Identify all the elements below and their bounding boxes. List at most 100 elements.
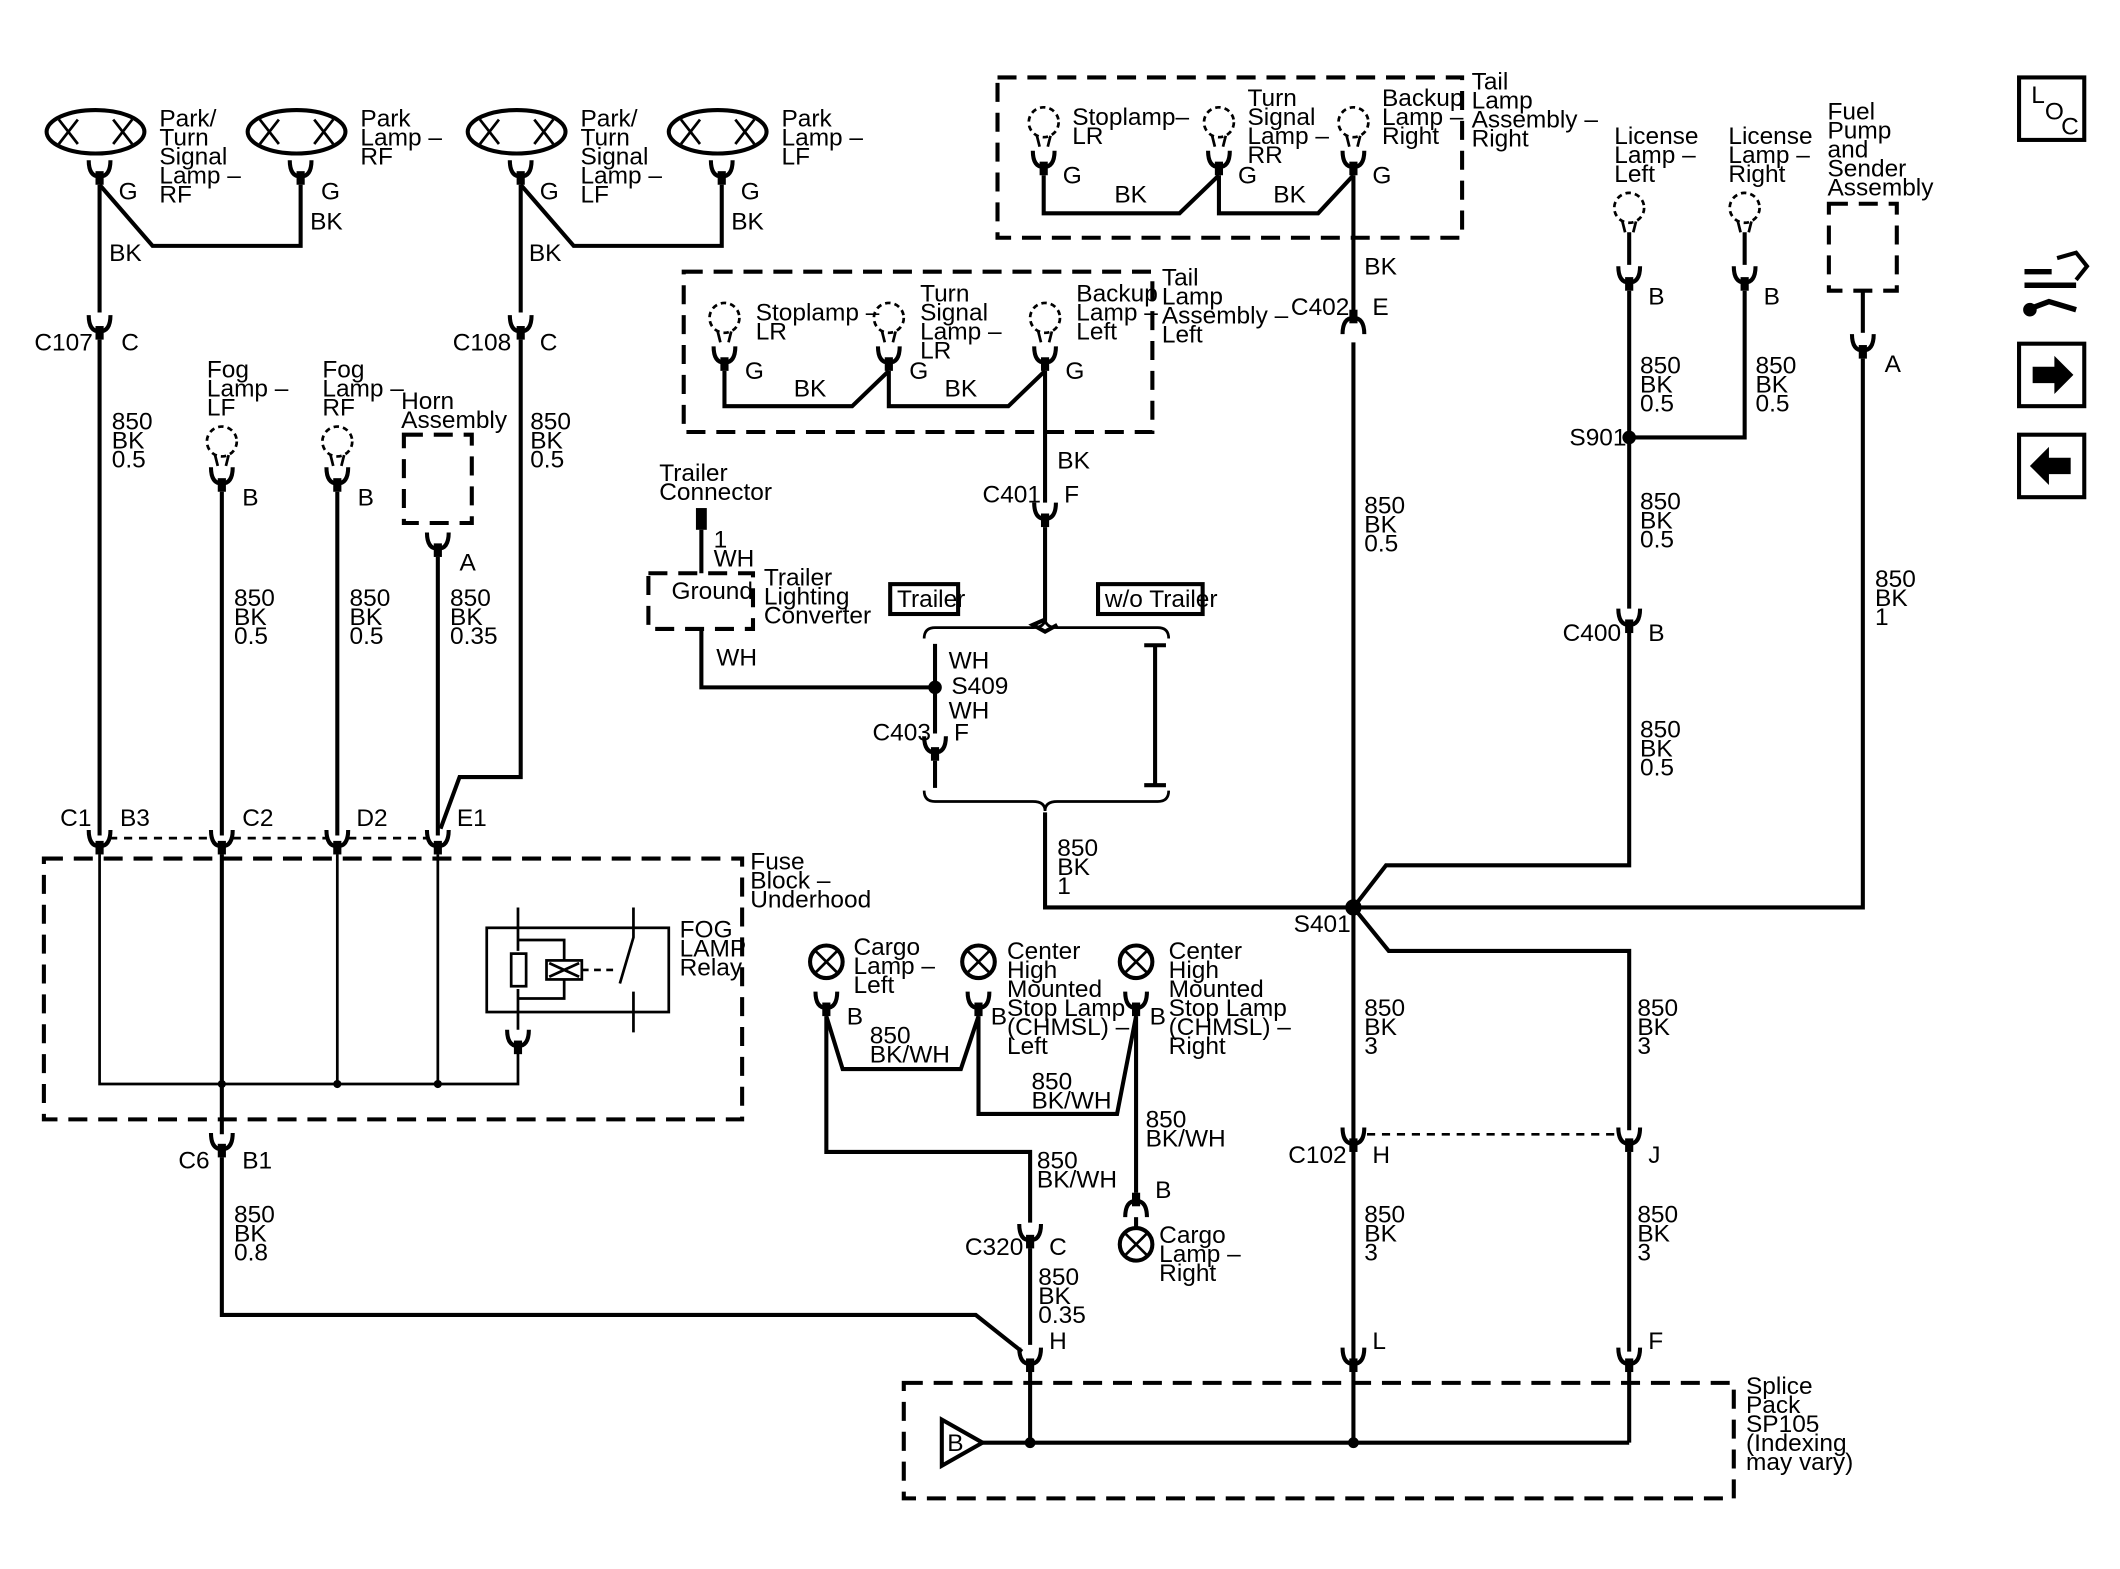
label-fog-rf-2: RF xyxy=(322,395,355,422)
wire-gauge: 0.5 xyxy=(1364,531,1398,558)
wire-gauge: 0.5 xyxy=(234,623,268,650)
stoplamp-lr-icon xyxy=(1027,105,1061,149)
splice-pack-sp105 xyxy=(901,1380,1736,1501)
component-locator-icon[interactable]: L O C xyxy=(2017,75,2087,142)
wire-gauge: 0.5 xyxy=(350,623,384,650)
label-stop-lr-l-1: LR xyxy=(756,319,787,346)
wire-num: 850 xyxy=(1364,1202,1405,1229)
wire-gauge: 3 xyxy=(1364,1240,1378,1267)
no-trailer-jumper xyxy=(1144,643,1166,788)
label-backup-left-2: Left xyxy=(1076,319,1117,346)
label-tail-left-3: Left xyxy=(1162,321,1203,348)
harness-repair-icon[interactable] xyxy=(2023,250,2090,317)
pin-label: G xyxy=(540,179,559,206)
connector-icon xyxy=(1034,346,1056,370)
connector-c402: C402 xyxy=(1291,294,1349,321)
pin-label: B xyxy=(242,484,258,511)
label-park-lf-0: Park xyxy=(782,105,833,132)
label-cargo-left-2: Left xyxy=(854,972,895,999)
connector-icon xyxy=(711,160,733,184)
wire-num: 850 xyxy=(234,585,275,612)
label-backup-right-0: Backup xyxy=(1382,85,1464,112)
wire-gauge: 0.35 xyxy=(450,623,498,650)
wire-color: BK xyxy=(1875,585,1908,612)
pin-label: B xyxy=(1648,283,1664,310)
label-license-right-0: License xyxy=(1728,123,1812,150)
label-chmsl-left-2: Mounted xyxy=(1007,976,1102,1003)
pin-label: C2 xyxy=(242,805,273,832)
label-park-turn-rf-2: Signal xyxy=(159,143,227,170)
label-park-lf-1: Lamp – xyxy=(782,124,864,151)
wire-color: WH xyxy=(714,545,755,572)
wire-color: BK xyxy=(1057,854,1090,881)
label-fuse-block-2: Underhood xyxy=(750,886,871,913)
stoplamp-lr-icon xyxy=(708,301,741,344)
label-horn-1: Assembly xyxy=(401,407,508,434)
label-cargo-left-0: Cargo xyxy=(854,934,921,961)
pin-label: C xyxy=(121,329,139,356)
splice-s409: S409 xyxy=(951,673,1008,700)
label-park-turn-lf-4: LF xyxy=(580,181,609,208)
wire-num: 850 xyxy=(234,1202,275,1229)
label-park-lf-2: LF xyxy=(782,143,811,170)
label-park-turn-rf-1: Turn xyxy=(159,124,208,151)
wire-color: BK xyxy=(945,376,978,403)
license-lamp-left-icon xyxy=(1612,191,1646,234)
wire xyxy=(976,1015,1139,1116)
pin-label: E1 xyxy=(457,805,487,832)
pin-label: D2 xyxy=(356,805,387,832)
wire-gauge: 3 xyxy=(1637,1240,1651,1267)
no-trailer-option-label: w/o Trailer xyxy=(1104,586,1218,613)
label-license-right-1: Lamp – xyxy=(1728,142,1810,169)
label-chmsl-left-0: Center xyxy=(1007,938,1080,965)
label-park-turn-rf-3: Lamp – xyxy=(159,162,241,189)
label-park-turn-lf-3: Lamp – xyxy=(580,162,662,189)
wire-num: 850 xyxy=(1756,353,1797,380)
label-backup-left-0: Backup xyxy=(1076,281,1158,308)
wire-gauge: 0.5 xyxy=(530,446,564,473)
trailer-option-label: Trailer xyxy=(897,586,965,613)
wire-gauge: 0.5 xyxy=(112,446,146,473)
wire-color: BK/WH xyxy=(1037,1166,1117,1193)
wire-color: BK/WH xyxy=(1146,1126,1226,1153)
label-splice-pack-4: may vary) xyxy=(1746,1449,1853,1476)
label-park-turn-lf-0: Park/ xyxy=(580,105,637,132)
label-park-rf-2: RF xyxy=(360,143,393,170)
wire-num: 850 xyxy=(1640,717,1681,744)
wire xyxy=(219,1157,1024,1354)
connector-icon xyxy=(1125,1193,1147,1217)
wire-color: BK xyxy=(350,604,383,631)
fuel-pump-assembly-box xyxy=(1826,201,1899,293)
wire-num: 850 xyxy=(1037,1147,1078,1174)
label-chmsl-right-3: Stop Lamp xyxy=(1169,995,1287,1022)
backup-lamp-right-icon xyxy=(1337,105,1370,149)
label-tail-right-1: Lamp xyxy=(1472,88,1533,115)
connector-icon xyxy=(510,315,532,339)
connector-icon xyxy=(1734,266,1756,290)
wire xyxy=(1351,906,1632,1131)
pin-label: F xyxy=(1064,482,1079,509)
wire-num: 850 xyxy=(1875,566,1916,593)
label-license-left-2: Left xyxy=(1614,161,1655,188)
pin-label: F xyxy=(954,719,969,746)
wire-color: BK xyxy=(1114,181,1147,208)
wire-color: WH xyxy=(949,647,990,674)
label-stop-lr-r-0: Stoplamp– xyxy=(1072,104,1189,131)
wire-gauge: 0.5 xyxy=(1640,391,1674,418)
wire xyxy=(519,183,724,248)
previous-page-icon[interactable] xyxy=(2017,432,2087,500)
next-page-icon[interactable] xyxy=(2017,341,2087,409)
label-trailer-connector-1: Connector xyxy=(659,479,772,506)
label-tail-left-1: Lamp xyxy=(1162,283,1223,310)
pin-label: E xyxy=(1372,294,1388,321)
wire-gauge: 0.8 xyxy=(234,1240,268,1267)
pin-label: A xyxy=(1885,351,1902,378)
pin-label: H xyxy=(1372,1142,1390,1169)
pin-label: G xyxy=(745,358,764,385)
wire xyxy=(722,369,1047,409)
label-chmsl-right-2: Mounted xyxy=(1169,976,1264,1003)
pin-label: G xyxy=(1065,358,1084,385)
pin-label: G xyxy=(1238,162,1257,189)
option-bracket-bottom xyxy=(922,790,1171,812)
internal-bus xyxy=(98,854,520,1086)
